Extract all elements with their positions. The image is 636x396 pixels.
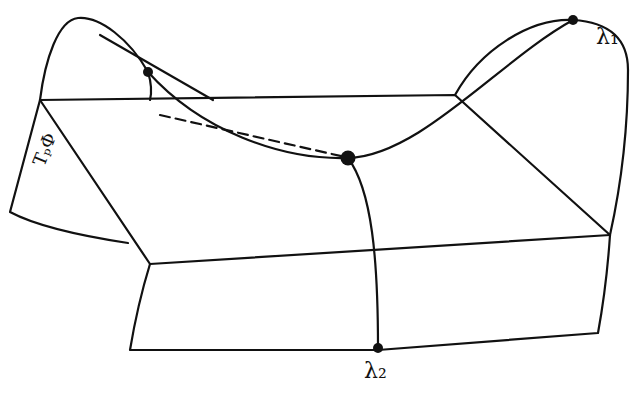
left-hump	[40, 18, 148, 100]
lower-body	[130, 235, 610, 350]
point	[568, 15, 578, 25]
right-hump	[455, 20, 628, 235]
point	[373, 343, 383, 353]
tangent-plane	[40, 95, 610, 264]
left-patch	[10, 100, 128, 243]
curve-label: λ₂	[364, 360, 387, 382]
plane-label: TₚΦ	[30, 131, 59, 169]
dashed-tangent	[160, 115, 345, 157]
saddle-point	[341, 151, 356, 166]
point	[143, 67, 153, 77]
section-curve	[348, 158, 378, 348]
tangent-line	[100, 35, 213, 100]
saddle-curve	[148, 20, 573, 158]
curve-label: λ₁	[596, 26, 619, 48]
